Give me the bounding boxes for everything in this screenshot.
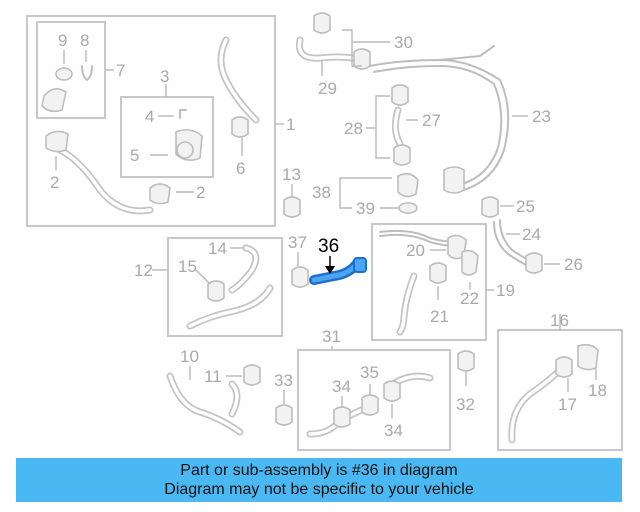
o-ring-9 (55, 67, 73, 81)
label-26: 26 (564, 255, 583, 274)
group-7-frame (36, 21, 106, 119)
label-35: 35 (360, 363, 379, 382)
label-24: 24 (522, 225, 541, 244)
label-7: 7 (116, 61, 125, 80)
label-20: 20 (406, 241, 425, 260)
group-24-26: 25 24 26 (481, 196, 583, 274)
label-31: 31 (322, 327, 341, 346)
hose-36-end (353, 257, 367, 273)
clamp-22 (461, 249, 479, 276)
label-30: 30 (394, 33, 413, 52)
info-banner: Part or sub-assembly is #36 in diagram D… (16, 458, 622, 502)
label-23: 23 (532, 107, 551, 126)
group-19-frame (371, 223, 487, 341)
label-33: 33 (274, 371, 293, 390)
label-18: 18 (588, 381, 607, 400)
clamp-26 (525, 252, 543, 274)
label-21: 21 (430, 307, 449, 326)
label-22: 22 (460, 289, 479, 308)
group-31: 31 34 35 34 (297, 327, 451, 451)
group-12: 14 15 12 (134, 237, 283, 337)
clamp-21 (429, 262, 447, 284)
group-19: 20 21 22 19 (371, 223, 515, 341)
banner-line-1: Part or sub-assembly is #36 in diagram (180, 462, 458, 479)
clamp-17 (555, 356, 573, 378)
label-2b: 2 (196, 183, 205, 202)
clamp-34a (333, 406, 351, 428)
group-top-right: 30 29 23 27 28 38 39 (295, 12, 551, 218)
label-12: 12 (134, 261, 153, 280)
label-34b: 34 (384, 421, 403, 440)
clamp-15 (207, 280, 225, 302)
bracket-23 (443, 166, 465, 194)
group-10-11: 10 11 (166, 347, 261, 436)
label-6: 6 (236, 159, 245, 178)
group-1-frame (26, 15, 276, 227)
clamp-32 (457, 350, 475, 372)
label-16: 16 (550, 311, 569, 330)
label-17: 17 (558, 395, 577, 414)
pipe-23 (369, 59, 510, 191)
label-39: 39 (356, 199, 375, 218)
clamp-30a (313, 12, 331, 34)
part-37: 37 (288, 233, 309, 288)
clamp-13 (283, 196, 301, 218)
valve-38 (397, 172, 419, 198)
label-2a: 2 (50, 173, 59, 192)
clamp-33 (275, 404, 293, 426)
label-15: 15 (178, 257, 197, 276)
bolt-4 (179, 109, 187, 119)
part-13: 13 (282, 165, 301, 218)
fitting-6 (231, 116, 249, 138)
label-8: 8 (80, 31, 89, 50)
clamp-25 (481, 196, 499, 218)
group-1: 9 8 7 3 4 5 6 2 2 1 (26, 15, 295, 227)
fitting-7 (41, 88, 67, 113)
label-34a: 34 (332, 377, 351, 396)
label-14: 14 (208, 239, 227, 258)
part-32: 32 (456, 350, 475, 414)
label-38: 38 (312, 183, 331, 202)
clamp-28a (391, 84, 409, 106)
label-29: 29 (318, 79, 337, 98)
label-11: 11 (204, 367, 222, 386)
label-4: 4 (145, 107, 154, 126)
arrow-36-icon (325, 266, 335, 274)
label-19: 19 (496, 281, 515, 300)
clip-8 (81, 65, 93, 81)
cap-18 (577, 343, 599, 371)
group-31-frame (297, 349, 451, 451)
group-3-frame (120, 96, 214, 178)
label-27: 27 (422, 111, 441, 130)
group-12-frame (167, 237, 283, 337)
seal-5 (176, 141, 194, 159)
group-16: 16 17 18 (497, 311, 623, 451)
label-28: 28 (344, 119, 363, 138)
clamp-11 (243, 364, 261, 386)
label-13: 13 (282, 165, 301, 184)
connector-2a (45, 130, 69, 153)
clamp-28b (393, 144, 411, 166)
label-1: 1 (286, 115, 295, 134)
label-10: 10 (180, 347, 199, 366)
seal-39 (398, 202, 418, 214)
label-3: 3 (160, 67, 169, 86)
clamp-37 (291, 266, 309, 288)
clamp-34b (383, 380, 401, 402)
label-5: 5 (130, 146, 139, 165)
clamp-35 (361, 394, 379, 416)
label-25: 25 (516, 197, 535, 216)
part-33: 33 (274, 371, 293, 426)
label-32: 32 (456, 395, 475, 414)
label-36: 36 (318, 236, 339, 257)
part-36-highlight[interactable]: 36 (309, 236, 367, 285)
banner-line-2: Diagram may not be specific to your vehi… (164, 481, 474, 498)
label-37: 37 (288, 233, 307, 252)
label-9: 9 (58, 31, 67, 50)
hose-24 (493, 221, 529, 267)
connector-2b (149, 183, 171, 205)
